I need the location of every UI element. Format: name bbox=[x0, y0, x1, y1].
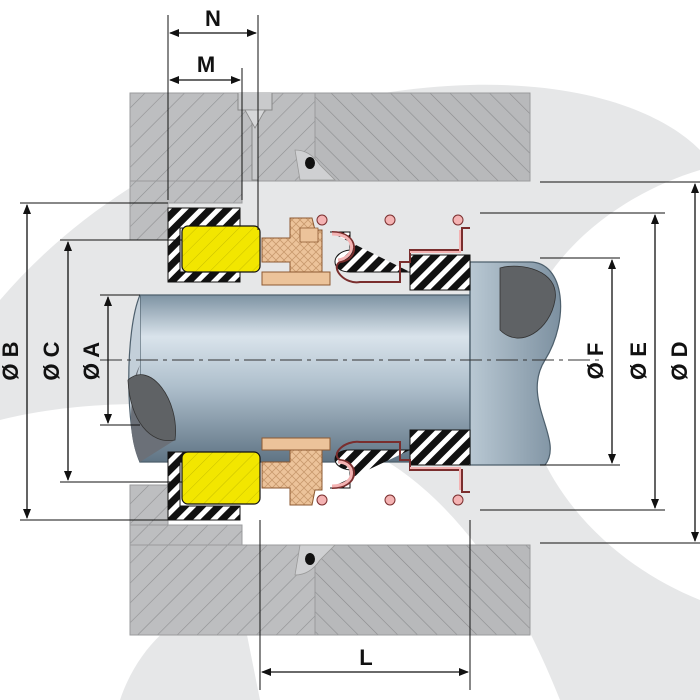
housing-top bbox=[129, 92, 531, 241]
dim-label-d: Ø D bbox=[667, 341, 692, 380]
stationary-face-top bbox=[181, 225, 261, 273]
dimension-lines bbox=[23, 29, 699, 676]
seal-assembly-bottom bbox=[167, 429, 471, 521]
shaft bbox=[127, 261, 562, 466]
housing-bottom bbox=[129, 484, 531, 636]
dim-label-f: Ø F bbox=[583, 343, 608, 380]
dim-label-c: Ø C bbox=[39, 341, 64, 380]
dim-label-l: L bbox=[359, 645, 372, 670]
dim-label-e: Ø E bbox=[626, 342, 651, 380]
dimension-labels: N M L Ø B Ø C Ø A Ø F Ø E Ø D bbox=[0, 6, 692, 670]
dim-label-b: Ø B bbox=[0, 341, 23, 380]
rotating-seat-bottom bbox=[261, 447, 323, 506]
stationary-face-bottom bbox=[181, 451, 261, 505]
dim-label-n: N bbox=[205, 6, 221, 31]
seal-assembly-top bbox=[167, 207, 471, 291]
dim-label-m: M bbox=[197, 52, 215, 77]
extension-lines bbox=[20, 15, 700, 690]
dim-label-a: Ø A bbox=[79, 342, 104, 380]
